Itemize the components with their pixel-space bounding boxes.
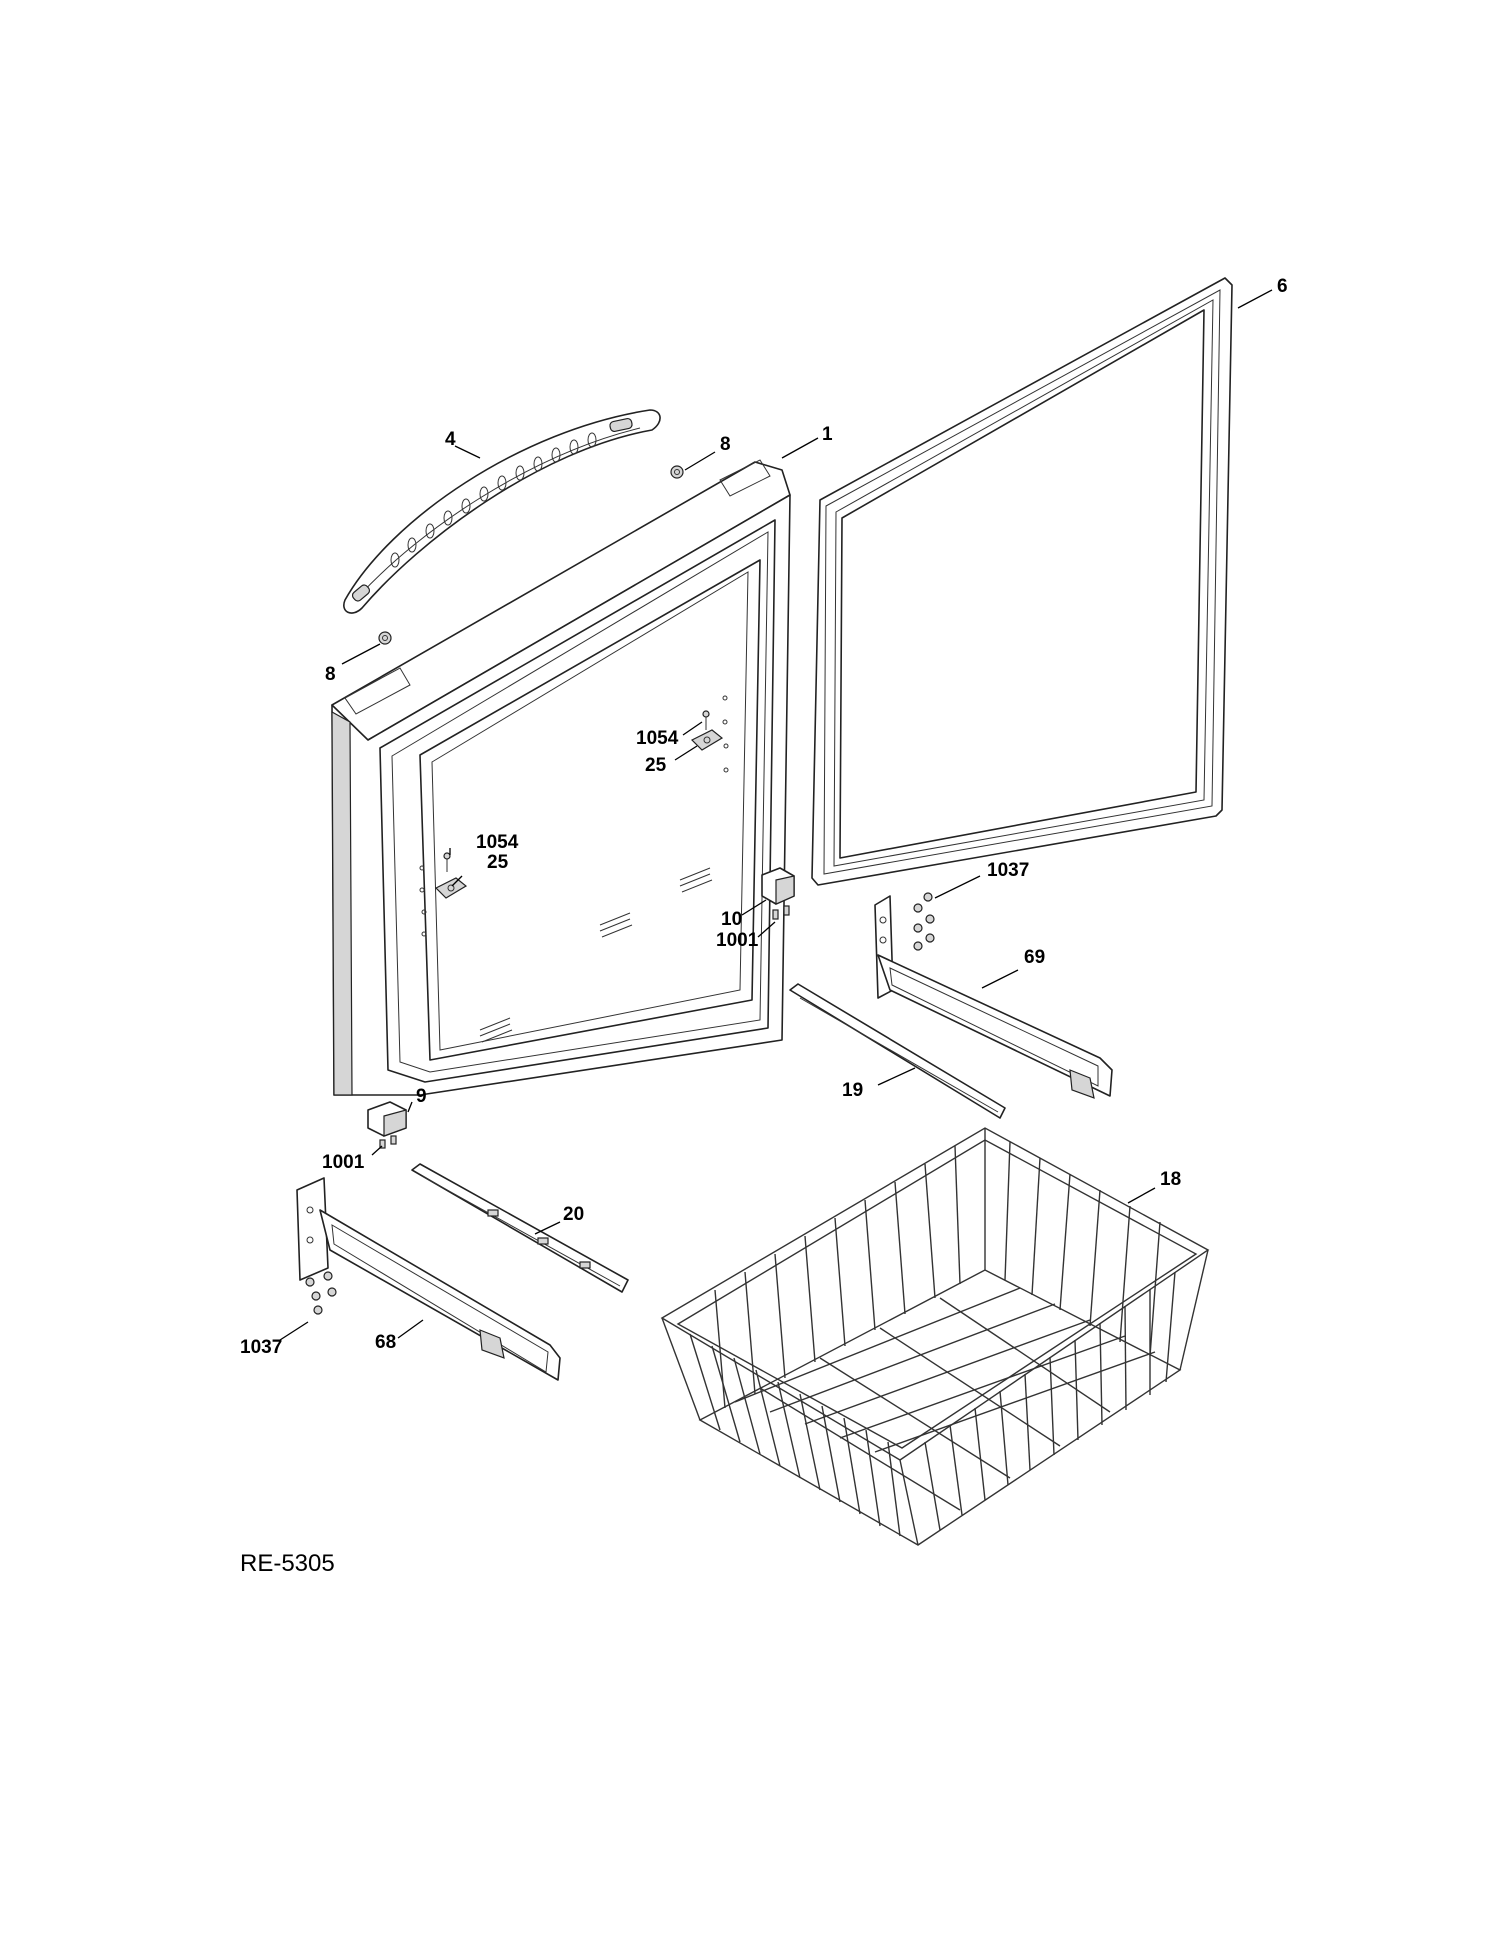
leader-lines [279, 289, 1273, 1341]
handle-screw-part-8-bottom [378, 631, 392, 645]
callout-1001-right: 1001 [716, 930, 759, 951]
screw-part-1054-left [443, 852, 451, 872]
left-rail-part-68 [296, 1177, 561, 1381]
callout-1001-left: 1001 [322, 1152, 365, 1173]
bracket-part-25-left [434, 877, 468, 899]
callout-68: 68 [375, 1332, 396, 1353]
screw-part-1054-right [702, 710, 710, 730]
callout-1: 1 [822, 424, 833, 445]
callout-25-right: 25 [645, 755, 667, 776]
callout-8-bottom: 8 [325, 664, 336, 685]
bracket-part-25-right [690, 729, 724, 751]
callout-1037-right: 1037 [987, 860, 1029, 881]
callout-6: 6 [1277, 276, 1288, 297]
callout-1037-left: 1037 [240, 1337, 282, 1358]
wire-basket-part-18 [660, 1127, 1210, 1546]
diagram-reference-code: RE-5305 [240, 1550, 335, 1577]
handle-screw-part-8-top [670, 465, 684, 479]
right-slide-part-19 [789, 983, 1006, 1119]
screws-part-1001-left [379, 1135, 397, 1149]
callout-4: 4 [445, 429, 456, 450]
screws-part-1001-right [772, 905, 790, 920]
stopper-part-9 [367, 1101, 407, 1137]
left-slide-part-20 [411, 1163, 629, 1293]
door-gasket-part-6 [811, 277, 1233, 886]
door-handle-part-4 [343, 409, 661, 614]
stopper-part-10 [761, 867, 795, 905]
freezer-door-part-1 [331, 459, 791, 1096]
screws-part-1037-right [913, 892, 935, 951]
callout-1054-left: 1054 [476, 832, 519, 853]
right-rail-part-69 [874, 895, 1113, 1099]
callout-69: 69 [1024, 947, 1045, 968]
callout-18: 18 [1160, 1169, 1181, 1190]
callout-25-left: 25 [487, 852, 509, 873]
screws-part-1037-left [305, 1271, 337, 1315]
callout-19: 19 [842, 1080, 863, 1101]
callout-9: 9 [416, 1086, 427, 1107]
callout-labels: 6 4 8 1 8 1054 25 1054 25 10 1001 1037 6… [240, 276, 1288, 1358]
callout-8-top: 8 [720, 434, 731, 455]
callout-1054-right: 1054 [636, 728, 679, 749]
callout-10: 10 [721, 909, 742, 930]
callout-20: 20 [563, 1204, 584, 1225]
